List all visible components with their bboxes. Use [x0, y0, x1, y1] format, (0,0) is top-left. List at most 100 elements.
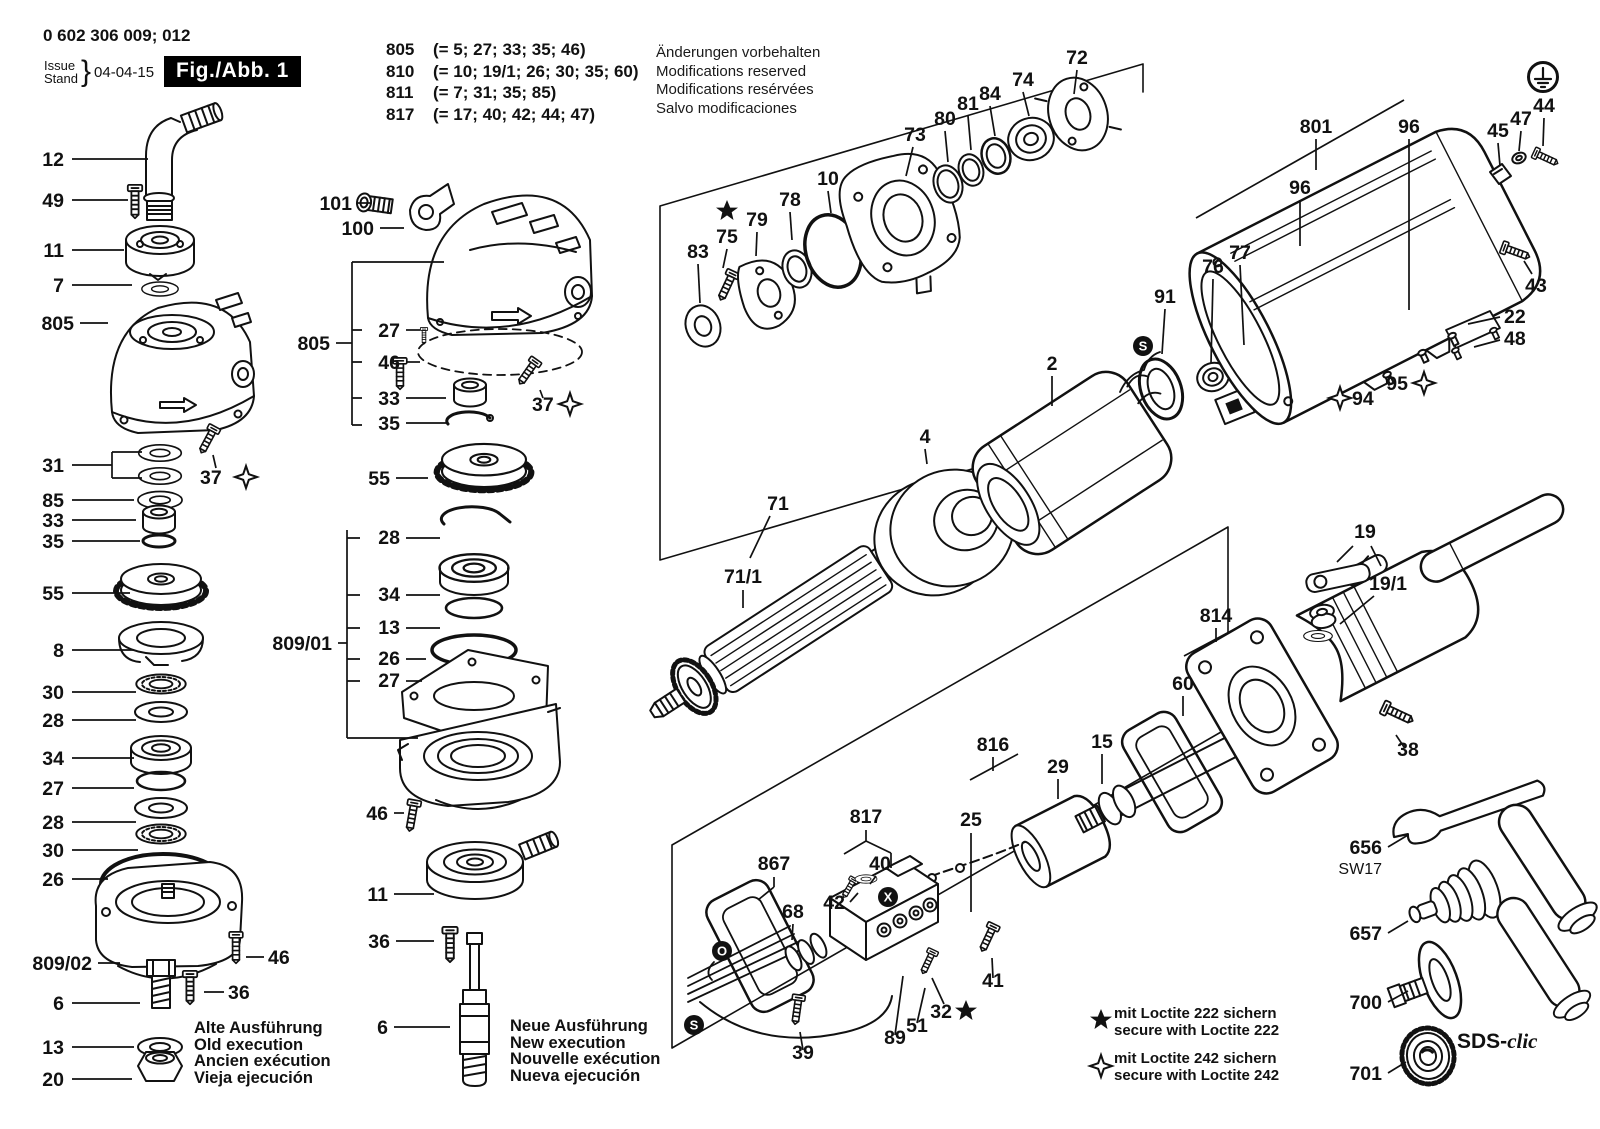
new-execution-line: New execution	[510, 1033, 626, 1052]
variant-code: 805	[386, 40, 415, 59]
bracket-line	[969, 753, 1019, 781]
part-label-83: 83	[687, 241, 709, 263]
part-label-805: 805	[297, 333, 330, 355]
part-label-46: 46	[268, 947, 290, 969]
modifications-line: Modifications reserved	[656, 62, 807, 80]
leader-line	[1395, 734, 1405, 748]
variant-row: 805(= 5; 27; 33; 35; 46)	[386, 39, 639, 61]
figure-title: Fig./Abb. 1	[164, 56, 301, 87]
part-label-805: 805	[41, 313, 74, 335]
leader-line	[1518, 130, 1522, 152]
leader-line	[944, 130, 949, 163]
leader-line	[1022, 91, 1030, 117]
loctite-242-note: mit Loctite 242 sichern secure with Loct…	[1114, 1050, 1280, 1084]
leader-line	[1073, 69, 1078, 95]
part-label-43: 43	[1525, 275, 1547, 297]
nut-20	[137, 1051, 183, 1082]
part-label-13: 13	[42, 1037, 64, 1059]
part-label-95: 95	[1386, 373, 1408, 395]
leader-line	[916, 987, 926, 1024]
part-label-91: 91	[1154, 286, 1176, 308]
part-label-47: 47	[1510, 108, 1532, 130]
part-label-77: 77	[1229, 242, 1251, 264]
grip-lower	[1496, 896, 1592, 1022]
part-label-27: 27	[42, 778, 64, 800]
leader-line	[1473, 339, 1501, 348]
clic-text: clic	[1507, 1029, 1538, 1053]
accessories	[1386, 779, 1598, 1087]
svg-text:X: X	[884, 890, 893, 905]
leader-line	[1387, 1061, 1407, 1074]
part-label-26: 26	[378, 648, 400, 670]
part-label-29: 29	[1047, 756, 1069, 778]
part-label-46: 46	[378, 352, 400, 374]
leader-line	[1161, 308, 1166, 355]
leader-line	[1467, 316, 1501, 325]
issue-stand-row: Issue Stand } 04-04-15	[44, 55, 154, 89]
part-label-85: 85	[42, 490, 64, 512]
leader-line	[697, 263, 701, 304]
old-execution-line: Ancien exécution	[194, 1052, 331, 1070]
old-execution-line: Alte Ausführung	[194, 1019, 323, 1037]
sds-clic-logo: SDS-clic	[1457, 1029, 1538, 1054]
bracket-line	[843, 830, 892, 868]
leader-line	[1210, 278, 1214, 364]
part-label-55: 55	[42, 583, 64, 605]
water-elbow	[143, 102, 224, 221]
part-label-25: 25	[960, 809, 982, 831]
bracket-line	[757, 877, 775, 901]
part-label-71: 71	[767, 493, 789, 515]
loctite-222-star-icon	[1090, 1009, 1112, 1029]
part-label-11: 11	[43, 240, 64, 262]
part-label-44: 44	[1533, 95, 1555, 117]
part-label-81: 81	[957, 93, 979, 115]
circled-letter-x: X	[878, 887, 898, 907]
variant-refs: (= 7; 31; 35; 85)	[433, 83, 557, 102]
new-execution-line: Nouvelle exécution	[510, 1050, 661, 1068]
loctite-242-star-icon	[1325, 383, 1355, 413]
stand-label: Stand	[44, 71, 78, 86]
leader-line	[967, 115, 972, 151]
leader-line	[989, 105, 996, 137]
variant-list: 805(= 5; 27; 33; 35; 46) 810(= 10; 19/1;…	[386, 39, 639, 125]
loctite-222-note: mit Loctite 222 sichern secure with Loct…	[1114, 1005, 1279, 1039]
clamp-100	[409, 183, 455, 231]
loctite-242-star-icon	[231, 462, 261, 492]
part-label-40: 40	[869, 853, 891, 875]
guard-700	[1386, 940, 1463, 1020]
leader-line	[1387, 834, 1409, 848]
part-label-94: 94	[1352, 388, 1374, 410]
part-label-27: 27	[378, 670, 400, 692]
part-label-15: 15	[1091, 731, 1113, 753]
circled-letter-o: O	[712, 941, 732, 961]
part-label-84: 84	[979, 83, 1001, 105]
svg-text:S: S	[690, 1018, 699, 1033]
part-label-45: 45	[1487, 120, 1509, 142]
part-label-49: 49	[42, 190, 64, 212]
part-label-78: 78	[779, 189, 801, 211]
part-label-31: 31	[42, 455, 64, 477]
leader-line	[924, 448, 928, 465]
leader-line	[1387, 990, 1409, 1003]
loctite-line: secure with Loctite 242	[1114, 1066, 1280, 1084]
leader-line	[931, 977, 945, 1005]
leader-line	[755, 231, 758, 257]
variant-row: 810(= 10; 19/1; 26; 30; 35; 60)	[386, 61, 639, 83]
bracket-line	[351, 261, 444, 426]
bearing-flange-row	[684, 76, 1122, 348]
part-label-657: 657	[1349, 923, 1382, 945]
leader-line	[1542, 117, 1545, 147]
new-execution-line: Neue Ausführung	[510, 1017, 648, 1035]
part-label-867: 867	[758, 853, 791, 875]
part-label-809-02: 809/02	[32, 953, 92, 975]
part-label-27: 27	[378, 320, 400, 342]
loctite-242-star-icon	[1409, 368, 1439, 398]
part-label-36: 36	[228, 982, 250, 1004]
part-label-30: 30	[42, 682, 64, 704]
gear-cover-new	[426, 194, 593, 336]
variant-code: 817	[386, 104, 415, 124]
clamp-nut-701	[1399, 1025, 1457, 1087]
part-label-76: 76	[1202, 256, 1224, 278]
leader-line	[1239, 264, 1245, 346]
